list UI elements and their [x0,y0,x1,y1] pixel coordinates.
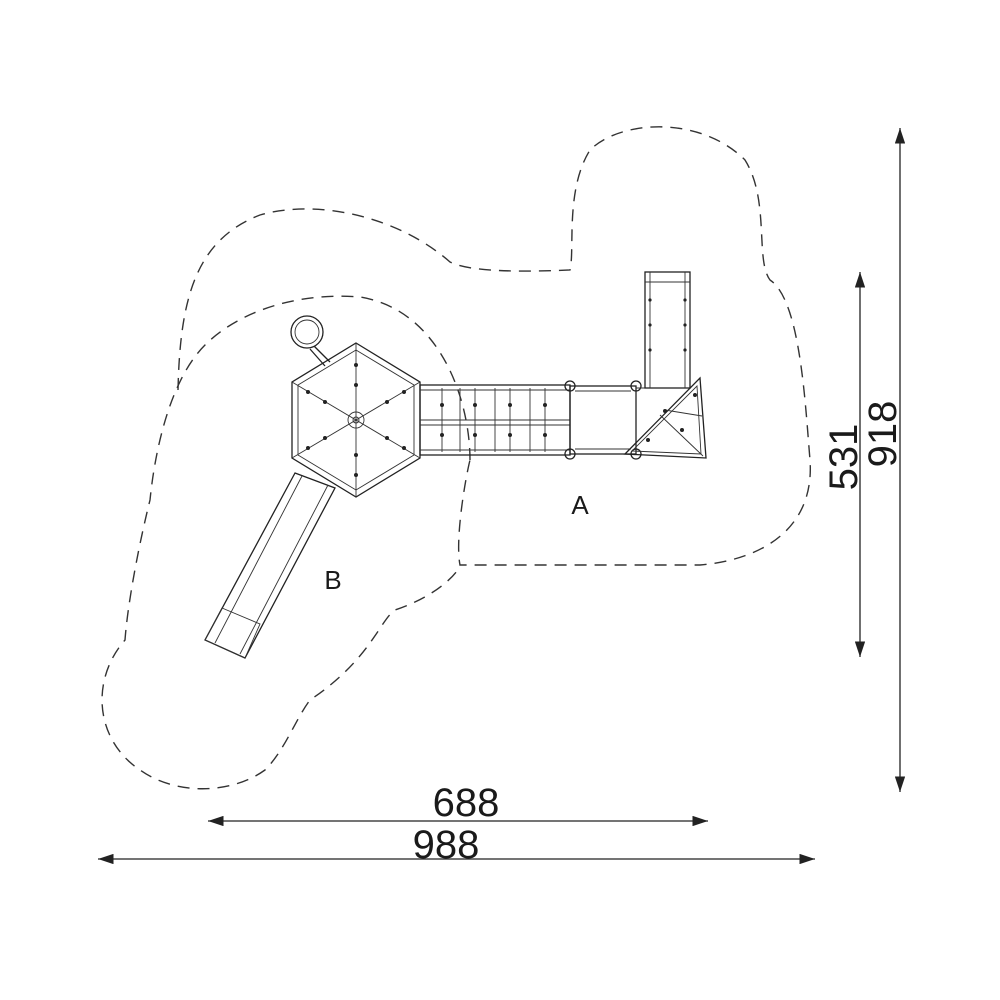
dimension-label-width-inner: 688 [433,781,500,825]
dimension-label-height-inner: 531 [822,424,866,491]
safety-zone-a-outline [177,126,811,566]
square-tower-platform [564,380,690,460]
dimension-label-width-outer: 988 [413,823,480,867]
zone-label-a: A [571,490,589,520]
slide-b [204,472,336,659]
dimension-label-height-outer: 918 [861,401,905,468]
bridge-walkway [419,384,571,456]
ring-handle [290,315,331,367]
slide-a [644,271,691,389]
triangle-panel [623,376,707,459]
safety-zone-b-outline [101,295,471,790]
zone-label-b: B [324,565,341,595]
hexagon-tower [291,342,421,498]
